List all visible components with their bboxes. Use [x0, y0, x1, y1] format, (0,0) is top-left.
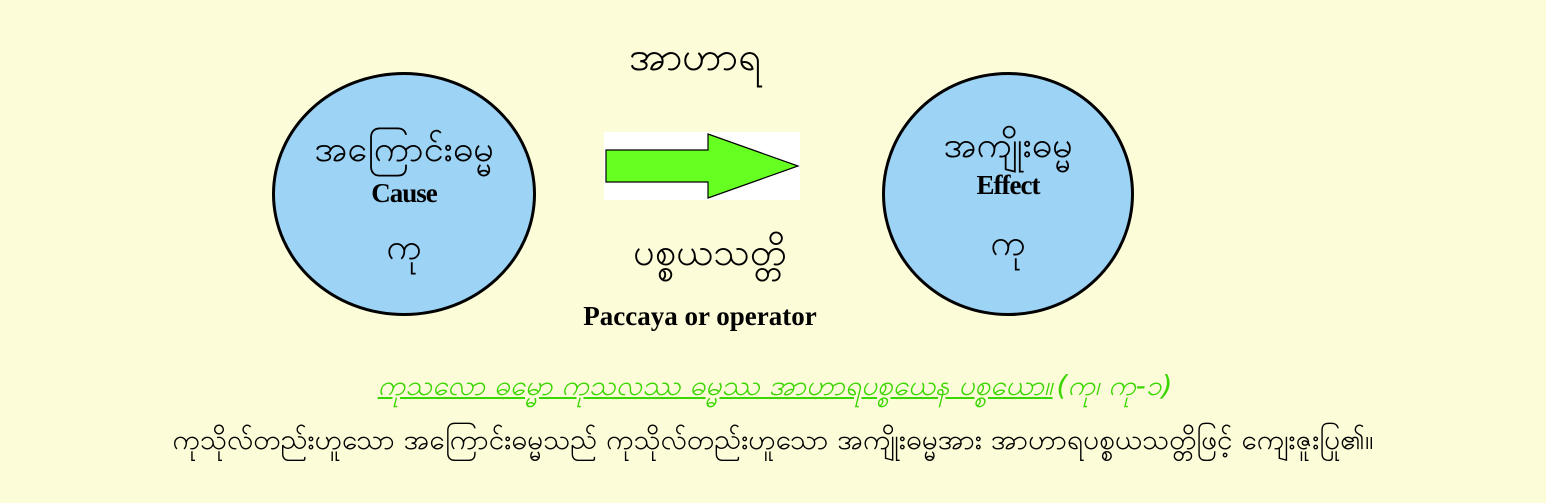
effect-ellipse — [882, 72, 1134, 316]
translation-text: ကုသိုလ်တည်းဟူသော အကြောင်းဓမ္မသည် ကုသိုလ်… — [172, 423, 1374, 456]
top-label-aharya: အာဟာရ — [629, 33, 761, 80]
operator-label-myanmar: ပစ္စယသတ္တိ — [633, 230, 787, 274]
operator-label-english: Paccaya or operator — [583, 300, 817, 331]
pali-quote: ကုသလော ဓမ္မော ကုသလဿ ဓမ္မဿ အာဟာရပစ္စယေန ပ… — [200, 368, 1350, 408]
cause-label-myanmar: အကြောင်းဓမ္မ — [314, 129, 494, 170]
effect-label-myanmar: အကျိုးဓမ္မ — [943, 125, 1073, 166]
effect-label-english: Effect — [976, 170, 1041, 200]
pali-text: ကုသလော ဓမ္မော ကုသလဿ ဓမ္မဿ အာဟာရပစ္စယေန ပ… — [377, 369, 1053, 402]
cause-ellipse — [272, 72, 536, 316]
right-arrow-icon — [605, 133, 800, 199]
cause-label-english: Cause — [371, 178, 438, 208]
pali-reference: (ကု၊ ကု-၁) — [1056, 369, 1173, 402]
cause-sub-label: ကု — [386, 227, 422, 268]
effect-sub-label: ကု — [990, 223, 1026, 264]
